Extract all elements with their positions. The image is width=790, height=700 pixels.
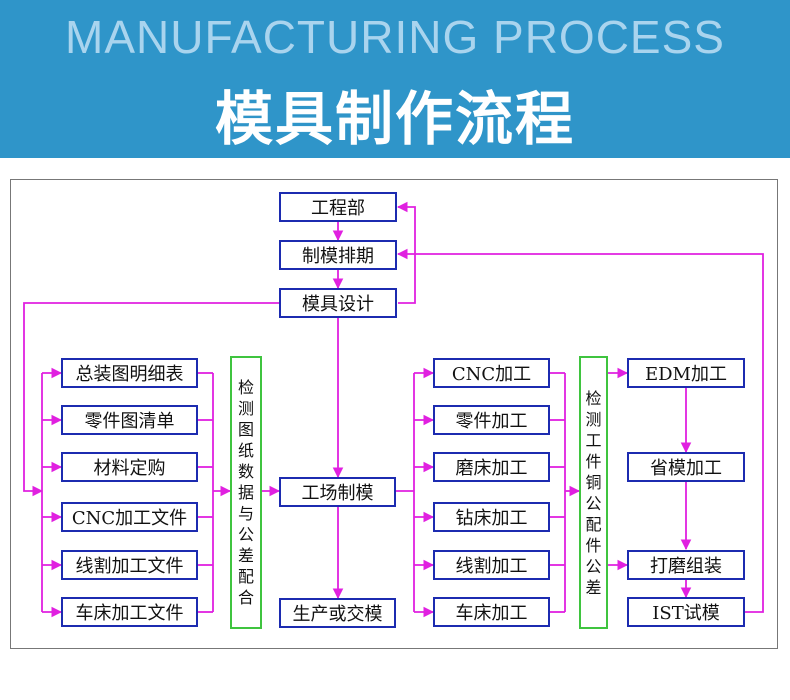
node-wire-cutting: 线割加工 (433, 550, 550, 580)
check-drawing-char: 图 (237, 420, 254, 439)
node-engineering-dept: 工程部 (279, 192, 397, 222)
title-chinese: 模具制作流程 (214, 85, 575, 153)
check-drawing-char: 测 (237, 399, 254, 418)
check-drawing-char: 合 (237, 588, 254, 607)
node-wire-cut-files: 线割加工文件 (61, 550, 198, 580)
node-parts-machining: 零件加工 (433, 405, 550, 435)
header-banner: MANUFACTURING PROCESS 模具制作流程 (0, 0, 790, 158)
check-parts-char: 公 (585, 493, 602, 513)
node-material-order: 材料定购 (61, 452, 198, 482)
node-mold-design: 模具设计 (279, 288, 397, 318)
check-parts-char: 件 (585, 535, 602, 555)
node-lathe-machining: 车床加工 (433, 597, 550, 627)
check-drawing-char: 纸 (237, 441, 254, 460)
check-drawing-char: 数 (237, 462, 254, 481)
node-check-parts-tolerance: 检 测 工 件 铜 公 配 件 公 差 (579, 356, 608, 629)
node-edm-machining: EDM加工 (627, 358, 745, 388)
node-factory-molding: 工场制模 (279, 477, 396, 507)
node-ist-trial: IST试模 (627, 597, 745, 627)
title-english: MANUFACTURING PROCESS (65, 11, 725, 63)
arrow-ist-feedback (396, 248, 764, 613)
check-parts-char: 检 (585, 388, 602, 408)
check-drawing-char: 与 (237, 504, 254, 523)
node-mold-polishing: 省模加工 (627, 452, 745, 482)
check-drawing-char: 配 (237, 567, 254, 586)
node-grinding: 磨床加工 (433, 452, 550, 482)
node-cnc-files: CNC加工文件 (61, 502, 198, 532)
arrow-design-to-docs (23, 302, 280, 497)
check-drawing-char: 公 (237, 525, 254, 544)
check-parts-char: 工 (585, 430, 602, 450)
check-parts-char: 差 (585, 577, 602, 597)
node-drilling: 钻床加工 (433, 502, 550, 532)
check-drawing-char: 据 (237, 483, 254, 502)
node-production-delivery: 生产或交模 (279, 598, 396, 628)
node-mold-scheduling: 制模排期 (279, 240, 397, 270)
check-drawing-char: 差 (237, 546, 254, 565)
check-parts-char: 配 (585, 514, 602, 534)
check-parts-char: 件 (585, 451, 602, 471)
node-cnc-machining: CNC加工 (433, 358, 550, 388)
node-assembly-bom: 总装图明细表 (61, 358, 198, 388)
node-lathe-files: 车床加工文件 (61, 597, 198, 627)
arrow-design-feedback (396, 201, 416, 304)
check-parts-char: 测 (585, 409, 602, 429)
check-parts-char: 铜 (585, 472, 602, 492)
check-parts-char: 公 (585, 556, 602, 576)
check-drawing-char: 检 (237, 378, 254, 397)
node-grind-assembly: 打磨组装 (627, 550, 745, 580)
node-parts-list: 零件图清单 (61, 405, 198, 435)
diagram-frame (10, 179, 778, 649)
node-check-drawing-tolerance: 检 测 图 纸 数 据 与 公 差 配 合 (230, 356, 262, 629)
